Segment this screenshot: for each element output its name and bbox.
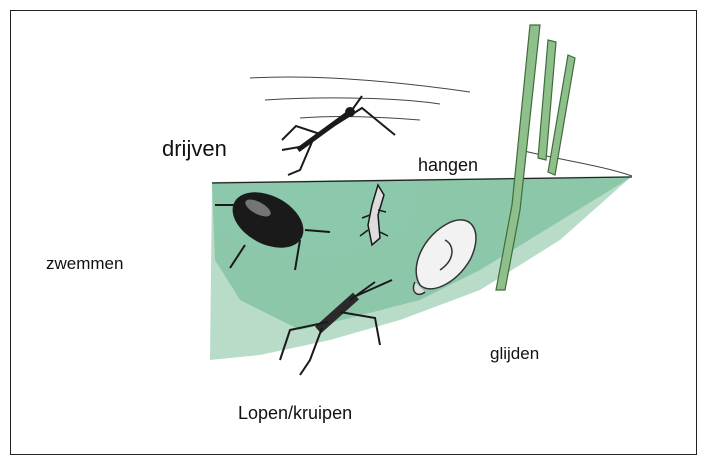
label-zwemmen: zwemmen bbox=[46, 254, 123, 274]
label-drijven: drijven bbox=[162, 136, 227, 162]
label-lopen-kruipen: Lopen/kruipen bbox=[238, 403, 352, 424]
label-hangen: hangen bbox=[418, 155, 478, 176]
water-strider-icon bbox=[282, 96, 395, 175]
label-glijden: glijden bbox=[490, 344, 539, 364]
